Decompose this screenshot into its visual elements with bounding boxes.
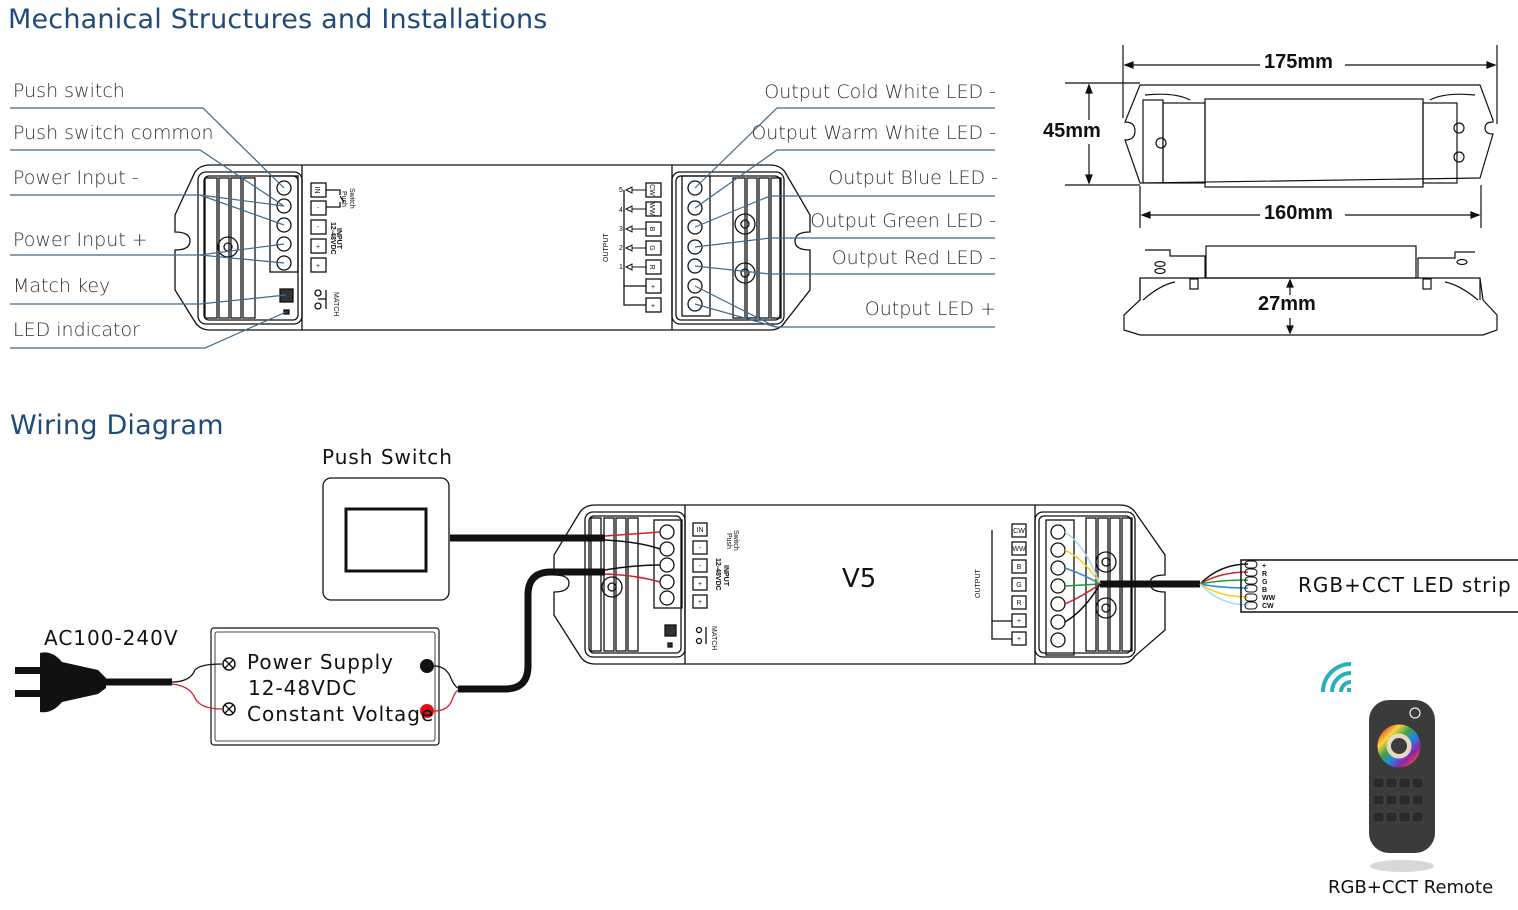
power-supply-device — [171, 627, 459, 746]
controller-top-text: IN - - + + Switch Push INPUT 12-48VDC MA… — [313, 184, 655, 316]
led-strip-label: RGB+CCT LED strip — [1298, 573, 1512, 597]
svg-text:INPUT: INPUT — [722, 565, 729, 587]
svg-text:+: + — [698, 599, 702, 606]
callout-power-input-pos: Power Input + — [13, 229, 148, 251]
dim-160mm: 160mm — [1262, 202, 1335, 225]
wireless-signal-icon — [1321, 662, 1352, 693]
svg-text:MATCH: MATCH — [710, 626, 717, 650]
controller-wiring-text: IN - - + + CW WW B G R + + OUTPUT INPUT … — [697, 527, 1026, 650]
svg-text:+: + — [316, 244, 320, 251]
callout-output-blue: Output Blue LED - — [828, 167, 998, 189]
svg-text:R: R — [648, 264, 655, 269]
svg-text:-: - — [317, 205, 320, 212]
svg-text:4: 4 — [619, 207, 623, 214]
ac-plug-icon — [15, 652, 106, 713]
mechanical-title: Mechanical Structures and Installations — [8, 4, 548, 35]
power-supply-voltage: 12-48VDC — [248, 676, 358, 700]
svg-text:-: - — [699, 545, 702, 552]
svg-text:WW: WW — [648, 202, 655, 216]
push-switch-device — [322, 477, 450, 601]
svg-text:+: + — [698, 581, 702, 588]
callout-output-red: Output Red LED - — [831, 247, 996, 269]
svg-text:CW: CW — [1013, 528, 1025, 535]
strip-pin-r: R — [1262, 571, 1267, 578]
svg-text:OUTPUT: OUTPUT — [975, 569, 982, 599]
callout-output-green: Output Green LED - — [810, 210, 996, 232]
ac-voltage-label: AC100-240V — [44, 626, 179, 650]
svg-text:+: + — [316, 263, 320, 270]
strip-pin-b: B — [1262, 587, 1267, 594]
svg-text:Push: Push — [725, 533, 732, 549]
svg-text:-: - — [317, 224, 320, 231]
svg-text:OUTPUT: OUTPUT — [603, 233, 610, 263]
svg-text:Push: Push — [340, 191, 347, 207]
controller-top-view — [174, 164, 811, 331]
push-switch-label: Push Switch — [322, 445, 453, 469]
svg-text:Switch: Switch — [348, 188, 355, 209]
strip-pin-pos: + — [1262, 563, 1266, 570]
svg-text:+: + — [651, 303, 655, 310]
svg-text:B: B — [1017, 564, 1022, 571]
svg-text:+: + — [1017, 618, 1021, 625]
dim-45mm: 45mm — [1043, 120, 1101, 143]
svg-text:MATCH: MATCH — [332, 292, 339, 316]
strip-pin-g: G — [1262, 579, 1268, 586]
svg-text:G: G — [648, 245, 655, 250]
callout-output-ww: Output Warm White LED - — [751, 122, 996, 144]
led-diode-symbols — [624, 186, 646, 271]
svg-text:1: 1 — [619, 264, 623, 271]
wiring-title: Wiring Diagram — [10, 410, 224, 441]
controller-wiring-view — [553, 504, 1166, 665]
svg-text:12-48VDC: 12-48VDC — [329, 222, 336, 255]
svg-text:B: B — [648, 227, 655, 232]
callout-power-input-neg: Power Input - — [13, 167, 139, 189]
power-supply-type: Constant Voltage — [247, 702, 435, 726]
svg-text:+: + — [1017, 636, 1021, 643]
callout-match-key: Match key — [13, 275, 111, 297]
svg-text:G: G — [1016, 582, 1021, 589]
remote-control-device — [1369, 700, 1435, 872]
svg-text:-: - — [699, 563, 702, 570]
leader-lines-left — [10, 107, 287, 349]
svg-text:INPUT: INPUT — [335, 228, 342, 250]
svg-text:3: 3 — [619, 226, 623, 233]
strip-pin-ww: WW — [1262, 595, 1276, 602]
callout-push-switch: Push switch — [13, 80, 125, 102]
strip-pin-labels: + R G B WW CW — [1262, 563, 1276, 610]
svg-text:R: R — [1016, 600, 1021, 607]
callout-led-indicator: LED indicator — [13, 319, 140, 341]
controller-model-label: V5 — [842, 564, 877, 594]
callout-push-switch-common: Push switch common — [13, 122, 214, 144]
power-supply-label: Power Supply — [247, 650, 394, 674]
leader-lines-right — [694, 107, 995, 328]
remote-label: RGB+CCT Remote — [1328, 877, 1494, 898]
dim-175mm: 175mm — [1262, 51, 1335, 74]
svg-text:5: 5 — [619, 187, 623, 194]
dimension-side-view — [1123, 245, 1498, 336]
led-strip-device — [1240, 559, 1518, 613]
svg-text:WW: WW — [1012, 546, 1026, 553]
svg-text:Switch: Switch — [732, 530, 739, 551]
strip-pin-cw: CW — [1262, 603, 1274, 610]
svg-text:12-48VDC: 12-48VDC — [714, 558, 721, 591]
svg-text:2: 2 — [619, 245, 623, 252]
dim-27mm: 27mm — [1256, 293, 1318, 316]
callout-output-cw: Output Cold White LED - — [764, 81, 996, 103]
svg-text:+: + — [651, 284, 655, 291]
svg-text:IN: IN — [697, 527, 704, 534]
callout-output-led-pos: Output LED + — [864, 298, 996, 320]
dimension-top-view — [1065, 45, 1498, 228]
svg-text:CW: CW — [648, 184, 655, 196]
svg-text:IN: IN — [313, 187, 320, 194]
internal-wires — [604, 531, 1249, 623]
